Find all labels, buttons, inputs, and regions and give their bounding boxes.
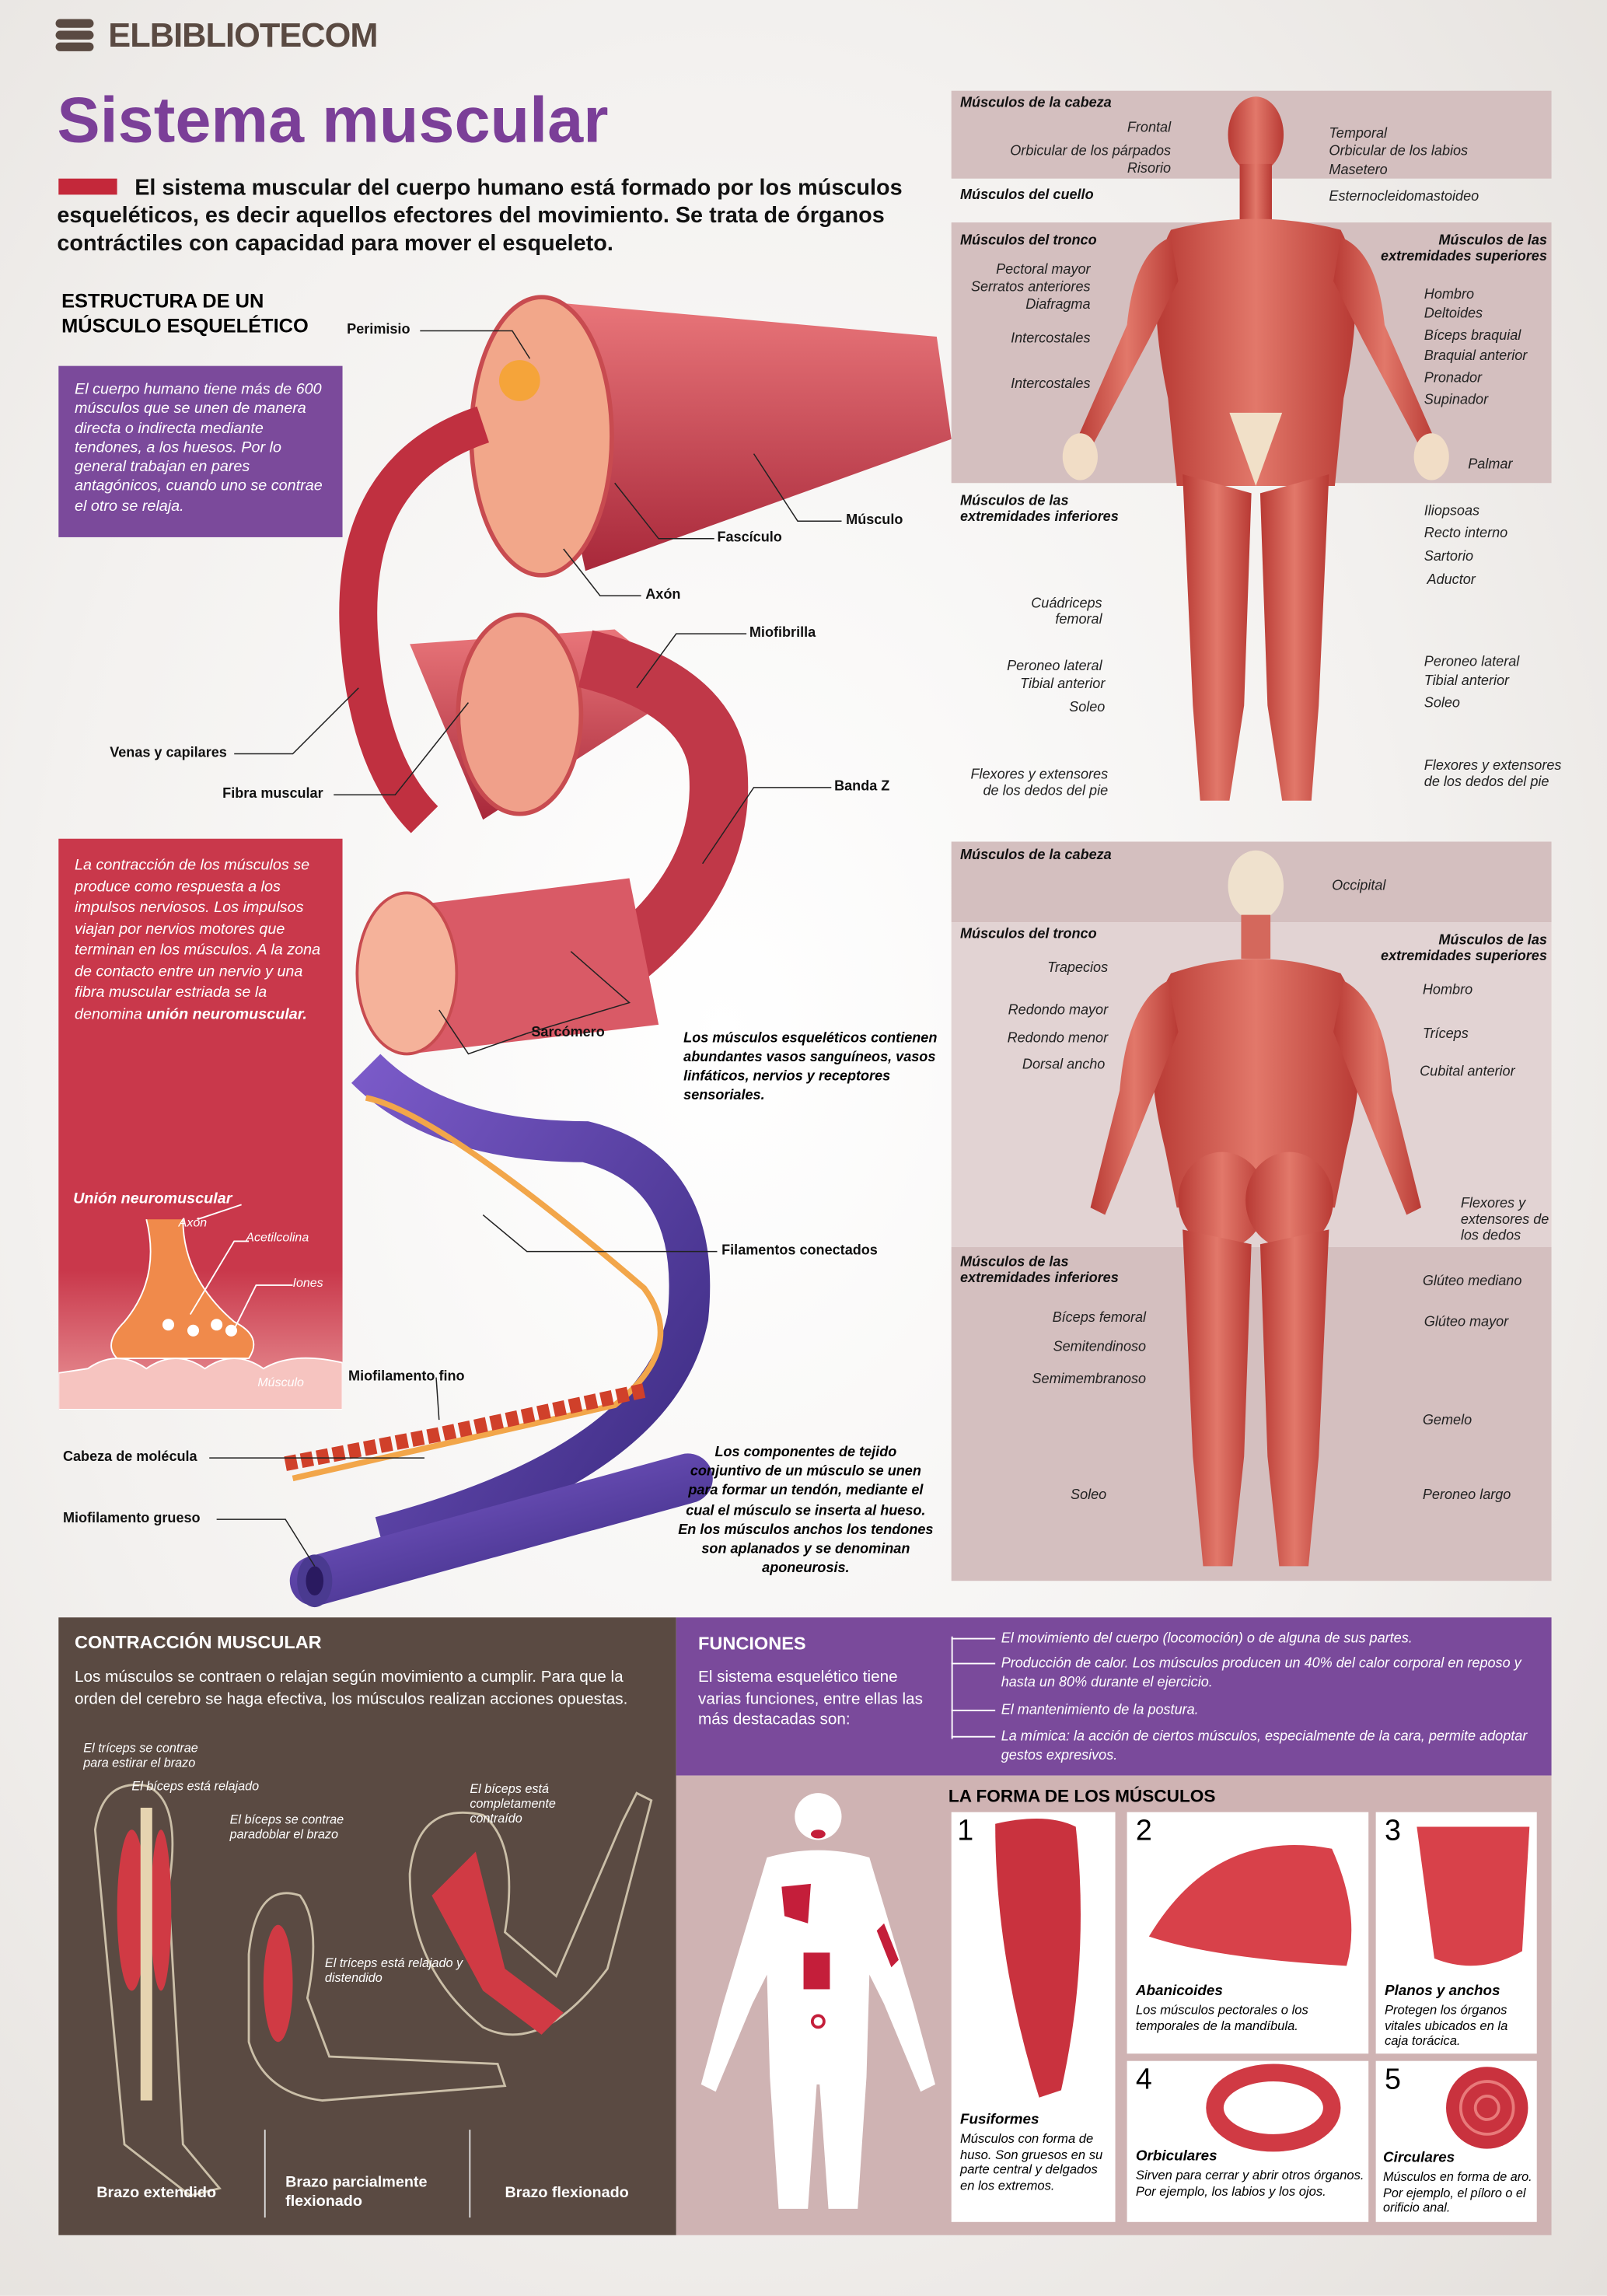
- vessels-note: Los músculos esqueléticos contienen abun…: [683, 1030, 938, 1104]
- label-venas: Venas y capilares: [110, 745, 227, 761]
- intro-text: El sistema muscular del cuerpo humano es…: [57, 175, 903, 257]
- contraction-panel: CONTRACCIÓN MUSCULAR Los músculos se con…: [58, 1617, 676, 2235]
- label-banda-z: Banda Z: [834, 778, 890, 795]
- logo: ELBIBLIOTECOM: [55, 15, 378, 54]
- tendon-note: Los componentes de tejido conjuntivo de …: [678, 1445, 934, 1577]
- function-item: Producción de calor. Los músculos produc…: [951, 1655, 1543, 1692]
- accent-bar: [58, 178, 117, 195]
- function-item: La mímica: la acción de ciertos músculos…: [951, 1728, 1543, 1765]
- fan-muscle-image: [1148, 1845, 1352, 1966]
- label-cabeza-molecula: Cabeza de molécula: [62, 1449, 197, 1466]
- shape-card-1: 1 Fusiformes Músculos con forma de huso.…: [951, 1812, 1116, 2222]
- skeletal-muscle-illustration: [209, 295, 952, 1608]
- label-filamentos: Filamentos conectados: [721, 1242, 878, 1260]
- book-stack-icon: [55, 19, 94, 51]
- flat-muscle-image: [1417, 1826, 1530, 1966]
- shape-card-4: 4 Orbiculares Sirven para cerrar y abrir…: [1127, 2060, 1369, 2222]
- label-axon: Axón: [645, 586, 681, 603]
- shape-card-3: 3 Planos y anchos Protegen los órganos v…: [1375, 1812, 1537, 2054]
- back-muscle-figure: [1090, 850, 1422, 1567]
- label-perimisio: Perimisio: [347, 322, 410, 338]
- fusiform-muscle-image: [995, 1819, 1081, 2098]
- contraction-note: La contracción de los músculos se produc…: [58, 838, 343, 1410]
- orbicular-muscle-image: [1206, 2064, 1341, 2152]
- label-fasciculo: Fascículo: [717, 529, 782, 547]
- functions-panel: FUNCIONES El sistema esquelético tiene v…: [676, 1617, 1552, 1776]
- neuromuscular-junction-illustration: [58, 1204, 343, 1410]
- function-item: El mantenimiento de la postura.: [951, 1702, 1543, 1718]
- label-miofibrilla: Miofibrilla: [749, 624, 816, 641]
- label-sarcomero: Sarcómero: [531, 1024, 605, 1041]
- structure-title: ESTRUCTURA DE UN MÚSCULO ESQUELÉTICO: [61, 289, 309, 337]
- label-musculo: Músculo: [846, 512, 903, 529]
- label-miofilamento-fino: Miofilamento fino: [348, 1368, 465, 1385]
- circular-muscle-image: [1446, 2067, 1528, 2149]
- front-muscle-figure: [1062, 96, 1449, 801]
- brand-name: ELBIBLIOTECOM: [108, 15, 378, 54]
- function-item: El movimiento del cuerpo (locomoción) o …: [951, 1630, 1543, 1647]
- union-title: Unión neuromuscular: [73, 1190, 232, 1208]
- shape-card-5: 5 Circulares Músculos en forma de aro. P…: [1375, 2060, 1537, 2222]
- label-miofilamento-grueso: Miofilamento grueso: [62, 1510, 201, 1527]
- muscle-count-note: El cuerpo humano tiene más de 600 múscul…: [58, 365, 343, 537]
- page-title: Sistema muscular: [57, 85, 609, 157]
- human-silhouette: [700, 1793, 935, 2209]
- label-fibra: Fibra muscular: [222, 785, 323, 802]
- shape-card-2: 2 Abanicoides Los músculos pectorales o …: [1127, 1812, 1369, 2054]
- arm-illustrations: [93, 1784, 653, 2218]
